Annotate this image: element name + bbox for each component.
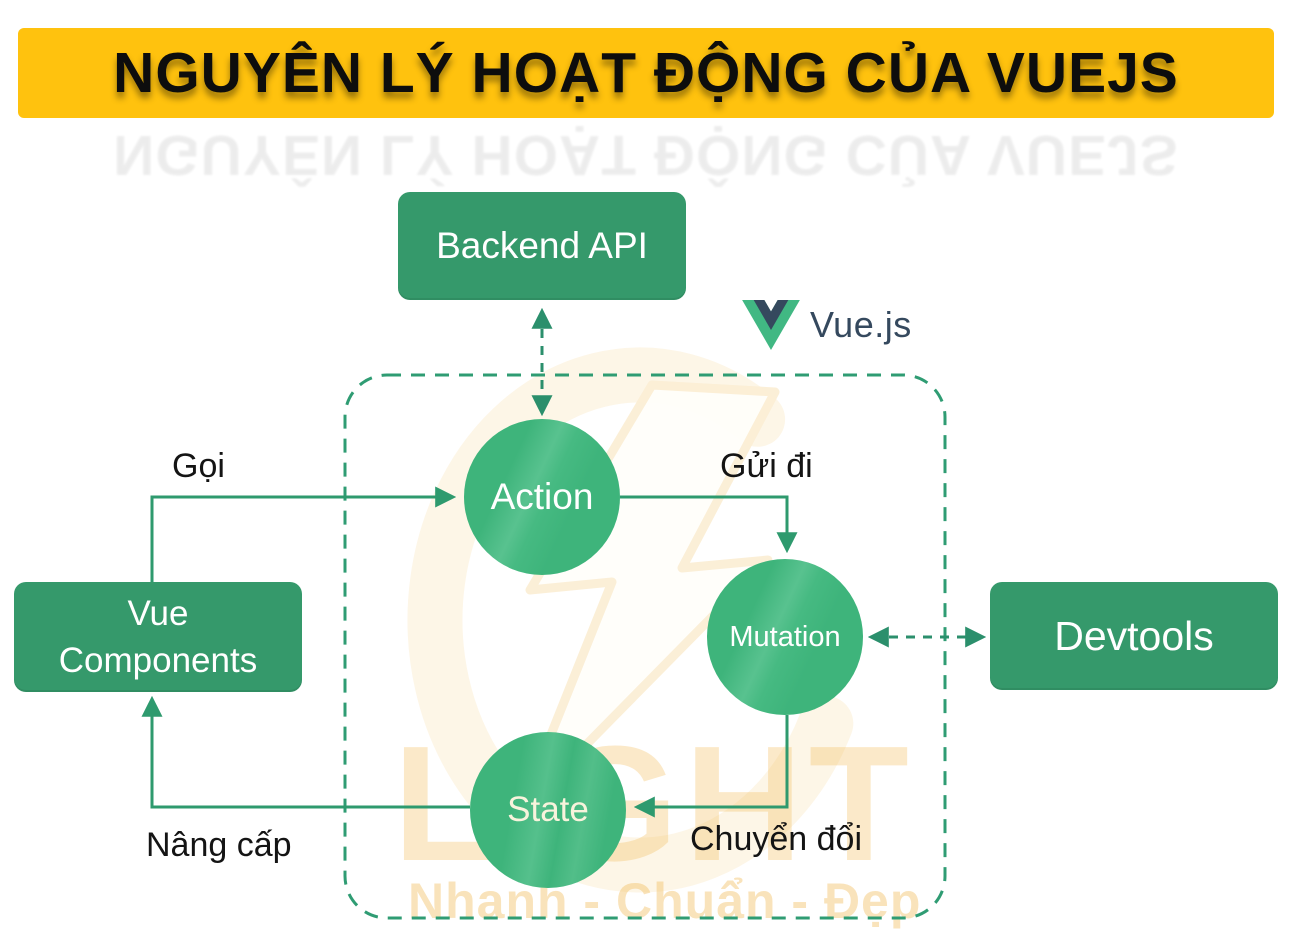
vuejs-logo-icon <box>742 300 800 350</box>
title-reflection: NGUYÊN LÝ HOẠT ĐỘNG CỦA VUEJS <box>113 123 1179 187</box>
vuejs-logo-label: Vue.js <box>810 304 912 345</box>
commit-arrow <box>633 715 789 818</box>
node-action-label: Action <box>490 476 594 517</box>
vuejs-logo: Vue.js <box>742 300 912 350</box>
watermark-slogan-text: Nhanh - Chuẩn - Đẹp <box>408 873 922 929</box>
node-devtools: Devtools <box>990 582 1278 690</box>
node-mutation-label: Mutation <box>729 620 841 653</box>
node-vue-components-label-line1: Vue <box>127 593 189 633</box>
node-state: State <box>470 732 626 888</box>
node-state-label: State <box>507 790 589 829</box>
node-devtools-label: Devtools <box>1054 612 1214 659</box>
node-action: Action <box>464 419 620 575</box>
title-banner: NGUYÊN LÝ HOẠT ĐỘNG CỦA VUEJS <box>18 28 1274 118</box>
node-backend-api-label: Backend API <box>436 225 648 266</box>
edge-label-render: Nâng cấp <box>146 826 292 864</box>
node-mutation: Mutation <box>707 559 863 715</box>
node-backend-api: Backend API <box>398 192 686 300</box>
edge-label-commit: Chuyển đổi <box>690 820 863 858</box>
node-vue-components-label-line2: Components <box>58 641 258 680</box>
edge-label-dispatch: Gửi đi <box>720 447 813 485</box>
render-arrow <box>141 695 470 809</box>
edge-label-call: Gọi <box>172 447 225 485</box>
node-vue-components: Vue Components <box>14 582 302 692</box>
dispatch-arrow <box>620 495 798 554</box>
page-title: NGUYÊN LÝ HOẠT ĐỘNG CỦA VUEJS <box>113 41 1179 105</box>
call-arrow <box>150 486 457 582</box>
